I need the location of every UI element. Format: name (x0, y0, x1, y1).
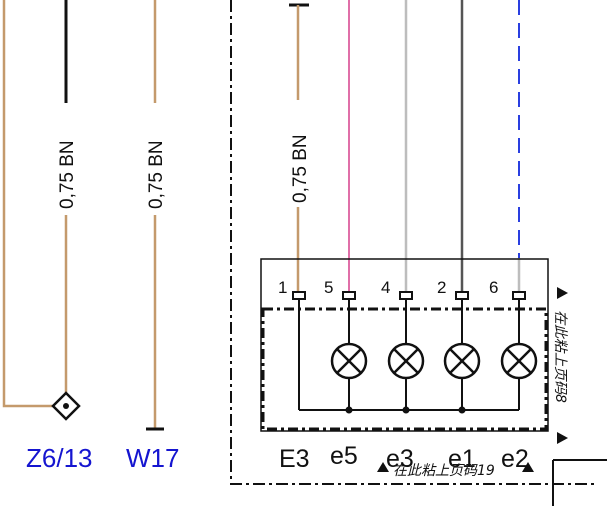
wire-z6-13: 0,75 BN (2, 0, 78, 408)
component-boundary (230, 0, 607, 506)
lamp-label-e2: e2 (501, 445, 529, 473)
up-triangle-icon (377, 462, 389, 472)
lamp-e5-icon (330, 342, 368, 380)
wire-w17: 0,75 BN (146, 0, 167, 431)
pin-number-1: 1 (278, 278, 287, 297)
lamp-e1-icon (443, 342, 481, 380)
left-wire-label: 0,75 BN (57, 140, 78, 209)
pin-number-2: 2 (437, 278, 446, 297)
connector-label-z6-13: Z6/13 (26, 443, 93, 473)
page-ref-bottom-text: 在此粘上页码19 (393, 463, 495, 479)
right-triangle-icon (557, 432, 568, 444)
lamp-label-e3: e3 (386, 445, 414, 473)
lamp-label-e5: e5 (330, 442, 358, 470)
mid-wire-label: 0,75 BN (146, 140, 167, 209)
page-ref-bottom: 在此粘上页码19 (377, 462, 534, 479)
right-triangle-icon (557, 287, 568, 299)
page-ref-right: 在此粘上页码8 (552, 287, 568, 444)
pin-number-4: 4 (381, 278, 390, 297)
lamp-e3-icon (387, 342, 425, 380)
junction-dots (345, 406, 466, 414)
up-triangle-icon (522, 462, 534, 472)
component-label-e3: E3 (279, 445, 310, 473)
lamp-label-e1: e1 (448, 445, 476, 473)
pin-number-5: 5 (324, 278, 333, 297)
connector-label-w17: W17 (126, 443, 179, 473)
connector-diamond (51, 391, 81, 421)
right-wire-label: 0,75 BN (290, 134, 311, 203)
component-housing (260, 258, 549, 432)
page-ref-right-text: 在此粘上页码8 (552, 310, 568, 403)
component-inner-boundary (261, 307, 548, 431)
pin-number-6: 6 (489, 278, 498, 297)
wire-pin-1: 0,75 BN (289, 3, 311, 292)
lamp-e2-icon (500, 342, 538, 380)
